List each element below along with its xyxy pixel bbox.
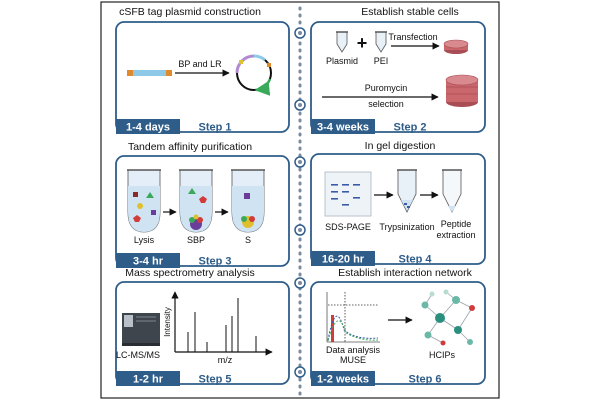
- duration-label: 3-4 weeks: [317, 122, 369, 134]
- duration-label: 1-2 hr: [133, 374, 164, 386]
- panel-step-4: In gel digestion 16-20 hr Step 4 SDS-PAG…: [310, 140, 486, 266]
- gel-icon: [324, 171, 372, 217]
- mass-spectrometer-icon: [122, 313, 160, 346]
- trypsinization-label: Trypsinization: [379, 222, 434, 232]
- panel-step-1: cSFB tag plasmid construction 1-4 days S…: [115, 6, 290, 134]
- panel-title: Establish stable cells: [361, 6, 458, 18]
- step-label: Step 4: [398, 254, 432, 266]
- sbp-label: SBP: [187, 235, 205, 245]
- duration-tab: [311, 371, 375, 386]
- data-analysis-label: Data analysis: [326, 345, 381, 355]
- lcms-label: LC-MS/MS: [116, 350, 160, 360]
- s-tube-icon: [231, 169, 265, 233]
- duration-tab: [116, 119, 180, 134]
- culture-dish-icon: [443, 39, 469, 54]
- puromycin-label-line1: Puromycin: [365, 83, 408, 93]
- duration-label: 1-4 days: [126, 122, 170, 134]
- pei-label: PEI: [374, 56, 389, 66]
- pei-tube-icon: [375, 31, 387, 53]
- muse-label: MUSE: [340, 355, 366, 365]
- step-label: Step 5: [198, 374, 231, 386]
- s-label: S: [245, 235, 251, 245]
- duration-label: 1-2 weeks: [317, 374, 369, 386]
- bp-lr-label: BP and LR: [178, 59, 222, 69]
- duration-tab: [311, 251, 375, 266]
- panel-title: Tandem affinity purification: [128, 141, 252, 153]
- duration-tab: [116, 371, 180, 386]
- step-label: Step 2: [393, 122, 426, 134]
- peptide-label-line2: extraction: [436, 230, 475, 240]
- outer-frame: [100, 1, 500, 399]
- duration-label: 3-4 hr: [133, 256, 164, 268]
- plasmid-ring-icon: [235, 54, 272, 96]
- panel-title: Establish interaction network: [338, 267, 472, 279]
- step-label: Step 1: [198, 122, 231, 134]
- panel-title: Mass spectrometry analysis: [125, 267, 255, 279]
- digestion-tube-icon: [397, 169, 417, 213]
- plasmid-label: Plasmid: [326, 56, 358, 66]
- peptide-label-line1: Peptide: [441, 219, 472, 229]
- stacked-dishes-icon: [445, 74, 479, 107]
- lysis-tube-icon: [127, 169, 161, 233]
- timeline: [294, 6, 306, 396]
- duration-tab: [311, 119, 375, 134]
- data-analysis-plot: [326, 292, 380, 343]
- duration-tab: [116, 253, 180, 268]
- plasmid-tube-icon: [336, 31, 348, 53]
- panel-title: In gel digestion: [365, 140, 436, 152]
- panel-title: cSFB tag plasmid construction: [119, 6, 261, 18]
- panel-step-5: Mass spectrometry analysis 1-2 hr Step 5…: [115, 267, 290, 386]
- panel-step-2: Establish stable cells 3-4 weeks Step 2 …: [310, 6, 486, 134]
- step-label: Step 6: [408, 374, 441, 386]
- mz-label: m/z: [218, 355, 233, 365]
- hcips-label: HCIPs: [429, 350, 456, 360]
- step-label: Step 3: [198, 256, 231, 268]
- puromycin-label-line2: selection: [368, 99, 404, 109]
- linear-dna-icon: [127, 70, 172, 76]
- panel-step-6: Establish interaction network 1-2 weeks …: [310, 267, 486, 386]
- transfection-label: Transfection: [388, 32, 437, 42]
- plus-sign: +: [357, 33, 368, 53]
- interaction-network-icon: [421, 289, 475, 346]
- intensity-label: Intensity: [163, 307, 172, 337]
- panel-step-3: Tandem affinity purification 3-4 hr Step…: [115, 141, 290, 268]
- extraction-tube-icon: [442, 169, 462, 213]
- duration-label: 16-20 hr: [322, 254, 365, 266]
- sbp-tube-icon: [179, 169, 213, 233]
- mass-spectrum-plot: Intensity m/z: [163, 291, 273, 365]
- sds-page-label: SDS-PAGE: [325, 222, 371, 232]
- lysis-label: Lysis: [134, 235, 155, 245]
